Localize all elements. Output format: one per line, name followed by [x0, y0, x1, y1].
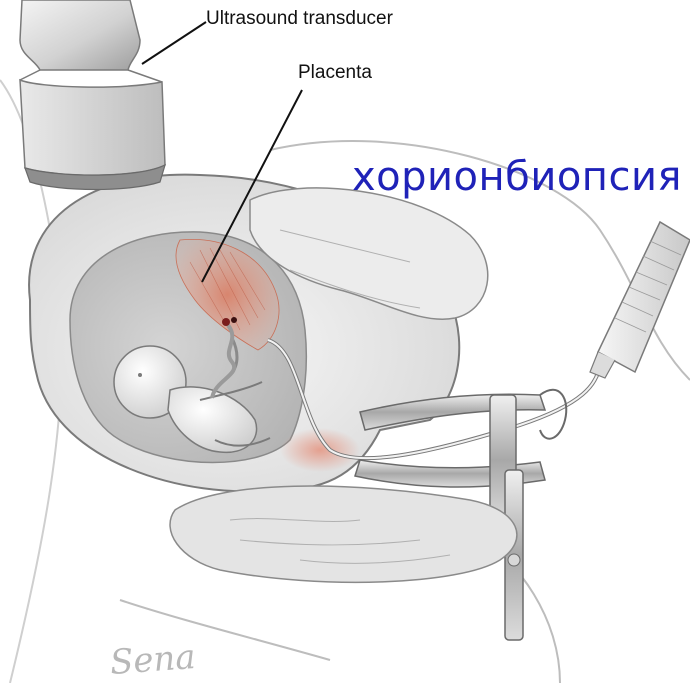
transducer-label: Ultrasound transducer	[206, 8, 393, 30]
placenta-label: Placenta	[298, 62, 372, 84]
procedure-title: хорионбиопсия	[352, 154, 682, 200]
ultrasound-transducer	[20, 0, 165, 190]
rectum	[170, 486, 517, 582]
syringe	[590, 222, 690, 378]
transducer-leader-line	[142, 22, 206, 64]
artist-signature: Sena	[109, 637, 197, 683]
biopsy-site	[222, 318, 230, 326]
